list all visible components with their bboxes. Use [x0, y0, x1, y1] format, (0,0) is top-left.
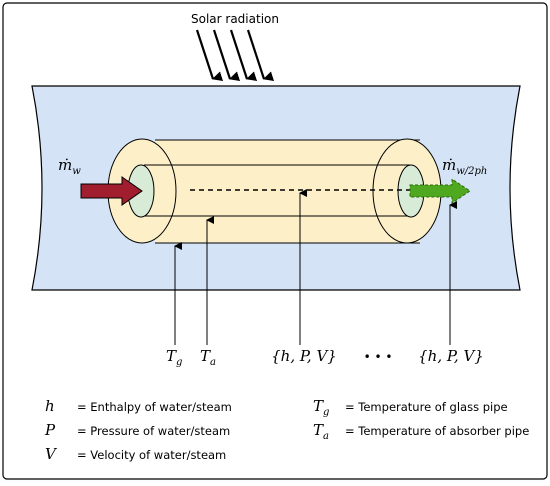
- ray-1: [195, 29, 224, 81]
- legend-left-symbol-0: h: [45, 397, 55, 415]
- legend-left-description-2: = Velocity of water/steam: [77, 448, 226, 462]
- glass-temp-probe-label: Tg: [166, 347, 182, 368]
- ray-4: [246, 29, 275, 81]
- ray-3: [229, 29, 258, 81]
- legend-left-symbol-2: V: [45, 445, 58, 463]
- legend-left-description-1: = Pressure of water/steam: [77, 424, 230, 438]
- legend-right-description-0: = Temperature of glass pipe: [345, 400, 508, 414]
- ray-2: [212, 29, 241, 81]
- legend-right-description-1: = Temperature of absorber pipe: [345, 424, 529, 438]
- inlet-flow-arrow: [80, 176, 143, 206]
- state-probe-label-2: {h, P, V}: [418, 347, 484, 365]
- legend-left-symbol-1: P: [44, 421, 56, 439]
- outlet-mass-flow-label: ṁw/2ph: [442, 156, 487, 177]
- solar-radiation-rays: [195, 29, 275, 81]
- legend-right-symbol-1: Ta: [313, 421, 329, 442]
- solar-radiation-label: Solar radiation: [191, 12, 279, 26]
- legend-left-description-0: = Enthalpy of water/steam: [77, 400, 232, 414]
- state-probe-label-1: {h, P, V}: [271, 347, 337, 365]
- legend-right-symbol-0: Tg: [313, 397, 329, 418]
- ellipsis-label: • • •: [364, 350, 393, 364]
- absorber-temp-probe-label: Ta: [200, 347, 216, 368]
- inlet-mass-flow-label: ṁw: [58, 156, 81, 177]
- probe-lines: [174, 189, 457, 345]
- outlet-flow-arrow: [409, 178, 471, 204]
- glass-pipe: [107, 138, 442, 244]
